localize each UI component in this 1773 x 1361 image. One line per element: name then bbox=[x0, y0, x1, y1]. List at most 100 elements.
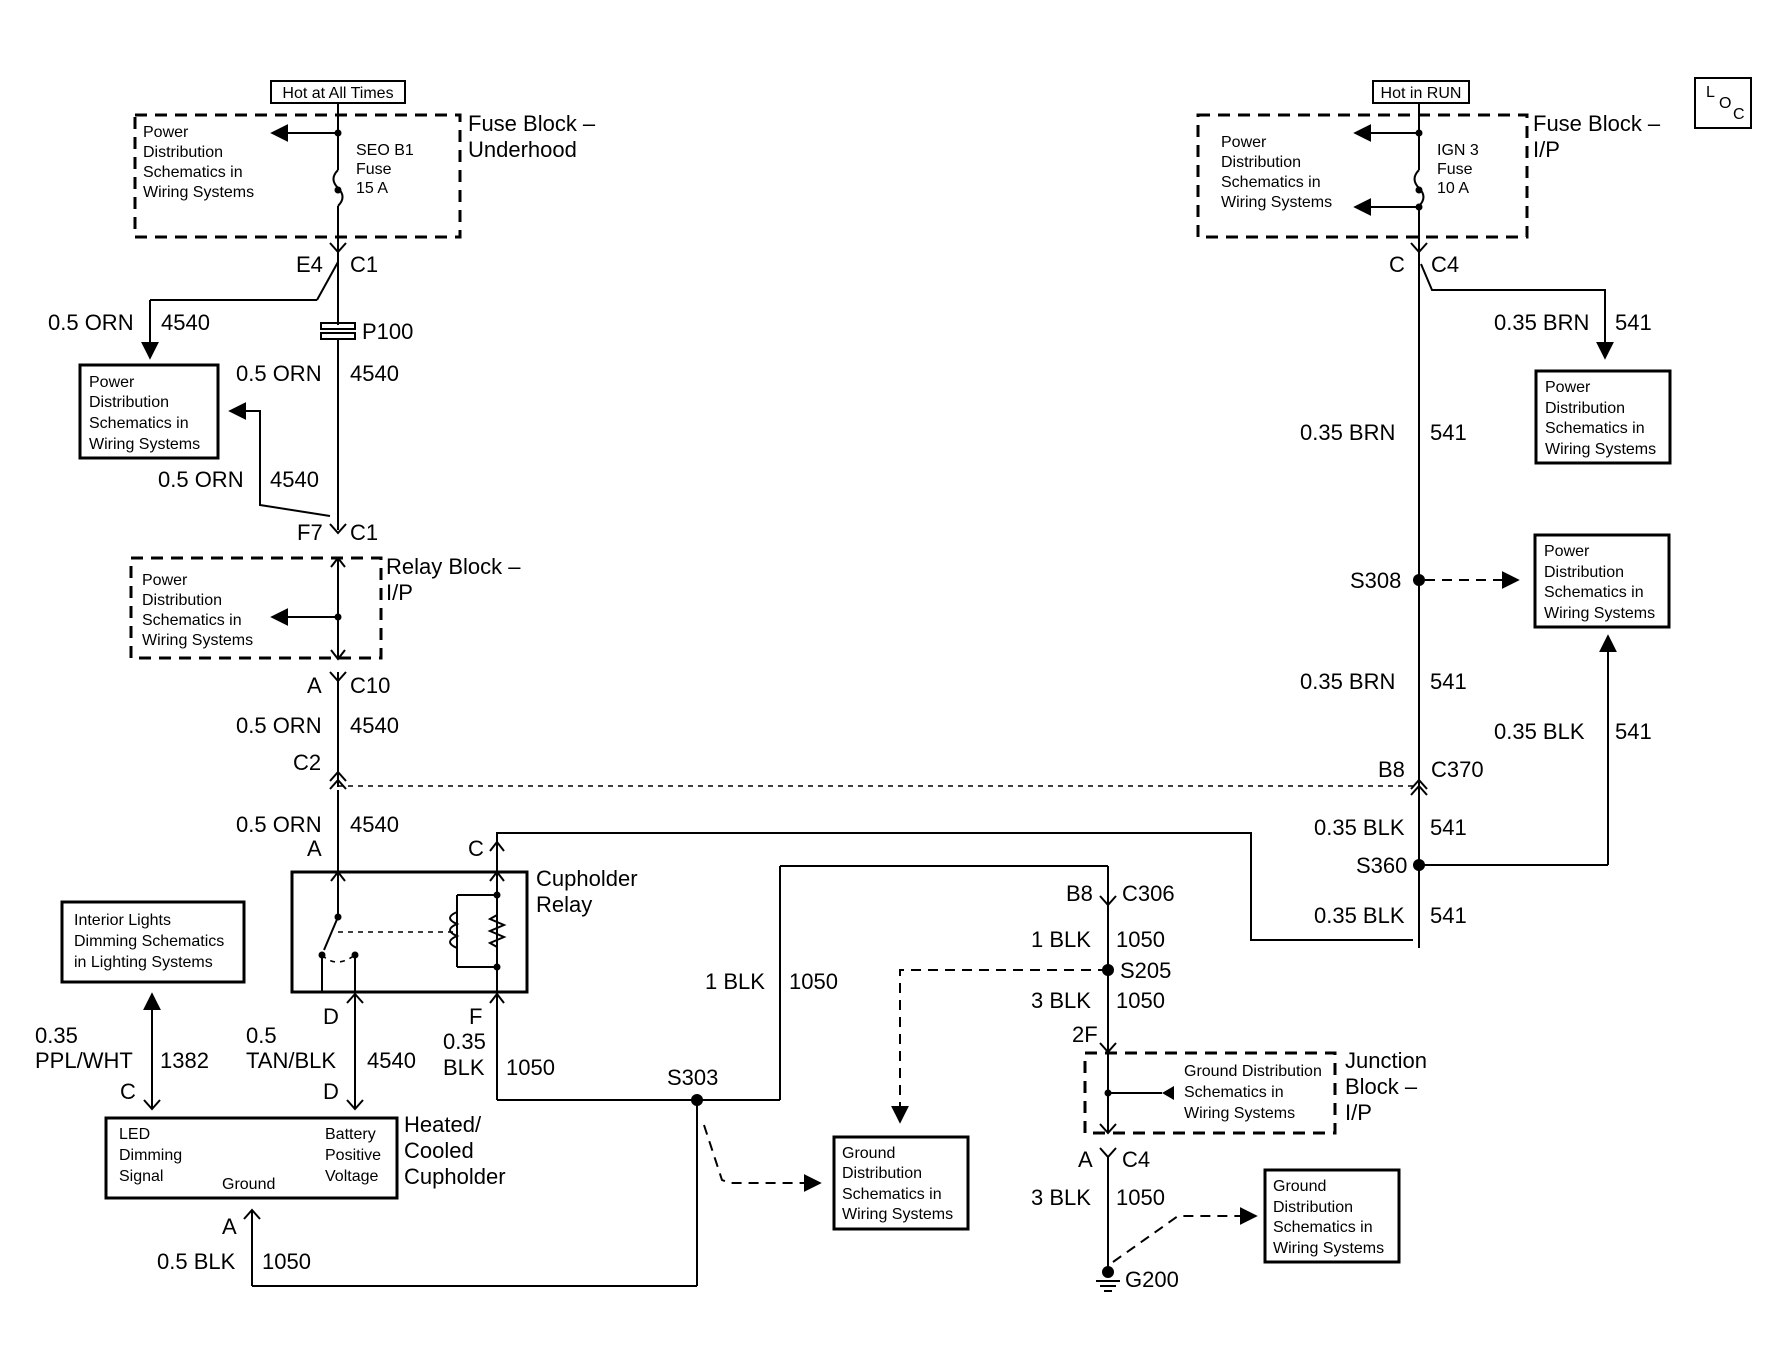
svg-text:Power: Power bbox=[89, 374, 135, 391]
svg-text:0.5: 0.5 bbox=[246, 1023, 277, 1048]
svg-text:Fuse Block –: Fuse Block – bbox=[468, 111, 596, 136]
wire-1050-c306-to-g200: B8 C306 1 BLK 1050 S205 3 BLK 1050 2F bbox=[891, 866, 1175, 1124]
svg-text:Schematics in: Schematics in bbox=[1545, 420, 1645, 437]
svg-text:A: A bbox=[222, 1214, 237, 1239]
svg-text:Power: Power bbox=[1545, 379, 1591, 396]
svg-text:0.35: 0.35 bbox=[443, 1029, 486, 1054]
svg-text:4540: 4540 bbox=[161, 310, 210, 335]
wire-541-blk: 0.35 BLK 541 S360 0.35 BLK 541 0.35 BLK … bbox=[1314, 634, 1652, 948]
svg-text:I/P: I/P bbox=[386, 580, 413, 605]
svg-text:C306: C306 bbox=[1122, 881, 1175, 906]
svg-text:0.5 BLK: 0.5 BLK bbox=[157, 1249, 236, 1274]
svg-text:C4: C4 bbox=[1122, 1147, 1150, 1172]
svg-text:C: C bbox=[1389, 252, 1405, 277]
svg-text:0.35 BLK: 0.35 BLK bbox=[1314, 903, 1405, 928]
svg-text:Distribution: Distribution bbox=[1545, 400, 1625, 417]
svg-text:Relay: Relay bbox=[536, 892, 592, 917]
svg-text:Fuse Block –: Fuse Block – bbox=[1533, 111, 1661, 136]
power-distribution-ref-right-mid[interactable]: Power Distribution Schematics in Wiring … bbox=[1533, 533, 1671, 629]
svg-text:L: L bbox=[1706, 84, 1715, 101]
wire-4540-orn: E4 C1 0.5 ORN 4540 P100 0.5 ORN 4540 0.5… bbox=[48, 237, 413, 545]
svg-text:Relay Block –: Relay Block – bbox=[386, 554, 521, 579]
svg-text:C2: C2 bbox=[293, 750, 321, 775]
svg-text:1050: 1050 bbox=[506, 1055, 555, 1080]
svg-text:Hot at All Times: Hot at All Times bbox=[282, 85, 393, 102]
fuse-block-underhood: Power Distribution Schematics in Wiring … bbox=[133, 103, 596, 239]
svg-text:B8: B8 bbox=[1066, 881, 1093, 906]
wire-4540-relay-to-c2: A C10 0.5 ORN 4540 C2 0.5 ORN 4540 A bbox=[236, 671, 399, 872]
svg-text:Wiring Systems: Wiring Systems bbox=[1273, 1240, 1384, 1257]
svg-text:1382: 1382 bbox=[160, 1048, 209, 1073]
svg-text:F: F bbox=[469, 1004, 482, 1029]
svg-text:G200: G200 bbox=[1125, 1267, 1179, 1292]
svg-text:PPL/WHT: PPL/WHT bbox=[35, 1048, 133, 1073]
power-distribution-ref-right-top[interactable]: Power Distribution Schematics in Wiring … bbox=[1534, 369, 1672, 465]
svg-text:Wiring Systems: Wiring Systems bbox=[842, 1206, 953, 1223]
svg-text:Power: Power bbox=[1221, 134, 1267, 151]
svg-text:Block –: Block – bbox=[1345, 1074, 1418, 1099]
wire-1050-relay-f: F 0.35 BLK 1050 bbox=[443, 992, 697, 1101]
svg-text:LED: LED bbox=[119, 1126, 150, 1143]
svg-text:Distribution: Distribution bbox=[1221, 154, 1301, 171]
svg-text:Power: Power bbox=[1544, 543, 1590, 560]
svg-text:A: A bbox=[307, 836, 322, 861]
svg-text:S303: S303 bbox=[667, 1065, 718, 1090]
svg-text:Schematics in: Schematics in bbox=[1221, 174, 1321, 191]
wire-1382-ppl-wht: 0.35 PPL/WHT 1382 C bbox=[35, 992, 209, 1111]
svg-text:Schematics in: Schematics in bbox=[1273, 1219, 1373, 1236]
svg-text:Cooled: Cooled bbox=[404, 1138, 474, 1163]
svg-text:C1: C1 bbox=[350, 252, 378, 277]
svg-text:Ground: Ground bbox=[1273, 1178, 1326, 1195]
svg-text:Wiring Systems: Wiring Systems bbox=[1184, 1105, 1295, 1122]
svg-text:C: C bbox=[468, 836, 484, 861]
svg-text:Distribution: Distribution bbox=[142, 592, 222, 609]
svg-text:Interior Lights: Interior Lights bbox=[74, 912, 171, 929]
svg-text:in Lighting Systems: in Lighting Systems bbox=[74, 954, 213, 971]
svg-text:S308: S308 bbox=[1350, 568, 1401, 593]
power-distribution-ref-left[interactable]: Power Distribution Schematics in Wiring … bbox=[78, 363, 220, 460]
svg-text:0.5 ORN: 0.5 ORN bbox=[236, 812, 322, 837]
wire-4540-tan-blk: D 0.5 TAN/BLK 4540 D bbox=[246, 992, 416, 1111]
wire-541-brn: C C4 0.35 BRN 541 0.35 BRN 541 0.35 BRN … bbox=[1300, 237, 1652, 786]
svg-text:I/P: I/P bbox=[1345, 1100, 1372, 1125]
svg-text:Battery: Battery bbox=[325, 1126, 376, 1143]
junction-block-ip: Ground Distribution Schematics in Wiring… bbox=[1083, 1048, 1427, 1135]
svg-text:Power: Power bbox=[143, 124, 189, 141]
svg-text:10 A: 10 A bbox=[1437, 180, 1469, 197]
svg-text:541: 541 bbox=[1615, 310, 1652, 335]
svg-text:1050: 1050 bbox=[262, 1249, 311, 1274]
connector-c370: B8 C370 bbox=[1378, 757, 1484, 796]
svg-text:Wiring Systems: Wiring Systems bbox=[142, 632, 253, 649]
interior-lights-ref[interactable]: Interior Lights Dimming Schematics in Li… bbox=[60, 900, 246, 984]
svg-text:Distribution: Distribution bbox=[842, 1165, 922, 1182]
svg-text:C370: C370 bbox=[1431, 757, 1484, 782]
svg-text:541: 541 bbox=[1615, 719, 1652, 744]
svg-text:0.35 BLK: 0.35 BLK bbox=[1314, 815, 1405, 840]
svg-text:TAN/BLK: TAN/BLK bbox=[246, 1048, 336, 1073]
svg-text:Junction: Junction bbox=[1345, 1048, 1427, 1073]
svg-text:1050: 1050 bbox=[789, 969, 838, 994]
svg-text:Ground: Ground bbox=[842, 1145, 895, 1162]
svg-text:Wiring Systems: Wiring Systems bbox=[143, 184, 254, 201]
svg-text:Distribution: Distribution bbox=[143, 144, 223, 161]
svg-text:D: D bbox=[323, 1079, 339, 1104]
svg-text:Schematics in: Schematics in bbox=[842, 1186, 942, 1203]
ground-distribution-ref-g200[interactable]: Ground Distribution Schematics in Wiring… bbox=[1263, 1168, 1401, 1264]
fuse-block-ip: Power Distribution Schematics in Wiring … bbox=[1196, 103, 1661, 239]
svg-text:4540: 4540 bbox=[350, 713, 399, 738]
loc-logo: L O C bbox=[1694, 77, 1752, 129]
svg-text:S205: S205 bbox=[1120, 958, 1171, 983]
svg-text:A: A bbox=[307, 673, 322, 698]
svg-text:1 BLK: 1 BLK bbox=[705, 969, 765, 994]
splice-s303: S303 1 BLK 1050 bbox=[667, 865, 1108, 1192]
svg-text:4540: 4540 bbox=[270, 467, 319, 492]
svg-text:2F: 2F bbox=[1072, 1022, 1098, 1047]
svg-text:Signal: Signal bbox=[119, 1168, 163, 1185]
svg-text:Distribution: Distribution bbox=[1544, 564, 1624, 581]
svg-text:Heated/: Heated/ bbox=[404, 1112, 482, 1137]
svg-text:541: 541 bbox=[1430, 669, 1467, 694]
svg-text:Schematics in: Schematics in bbox=[89, 415, 189, 432]
ground-distribution-ref-s303[interactable]: Ground Distribution Schematics in Wiring… bbox=[832, 1135, 970, 1231]
svg-text:0.35 BRN: 0.35 BRN bbox=[1300, 420, 1395, 445]
svg-text:Voltage: Voltage bbox=[325, 1168, 378, 1185]
